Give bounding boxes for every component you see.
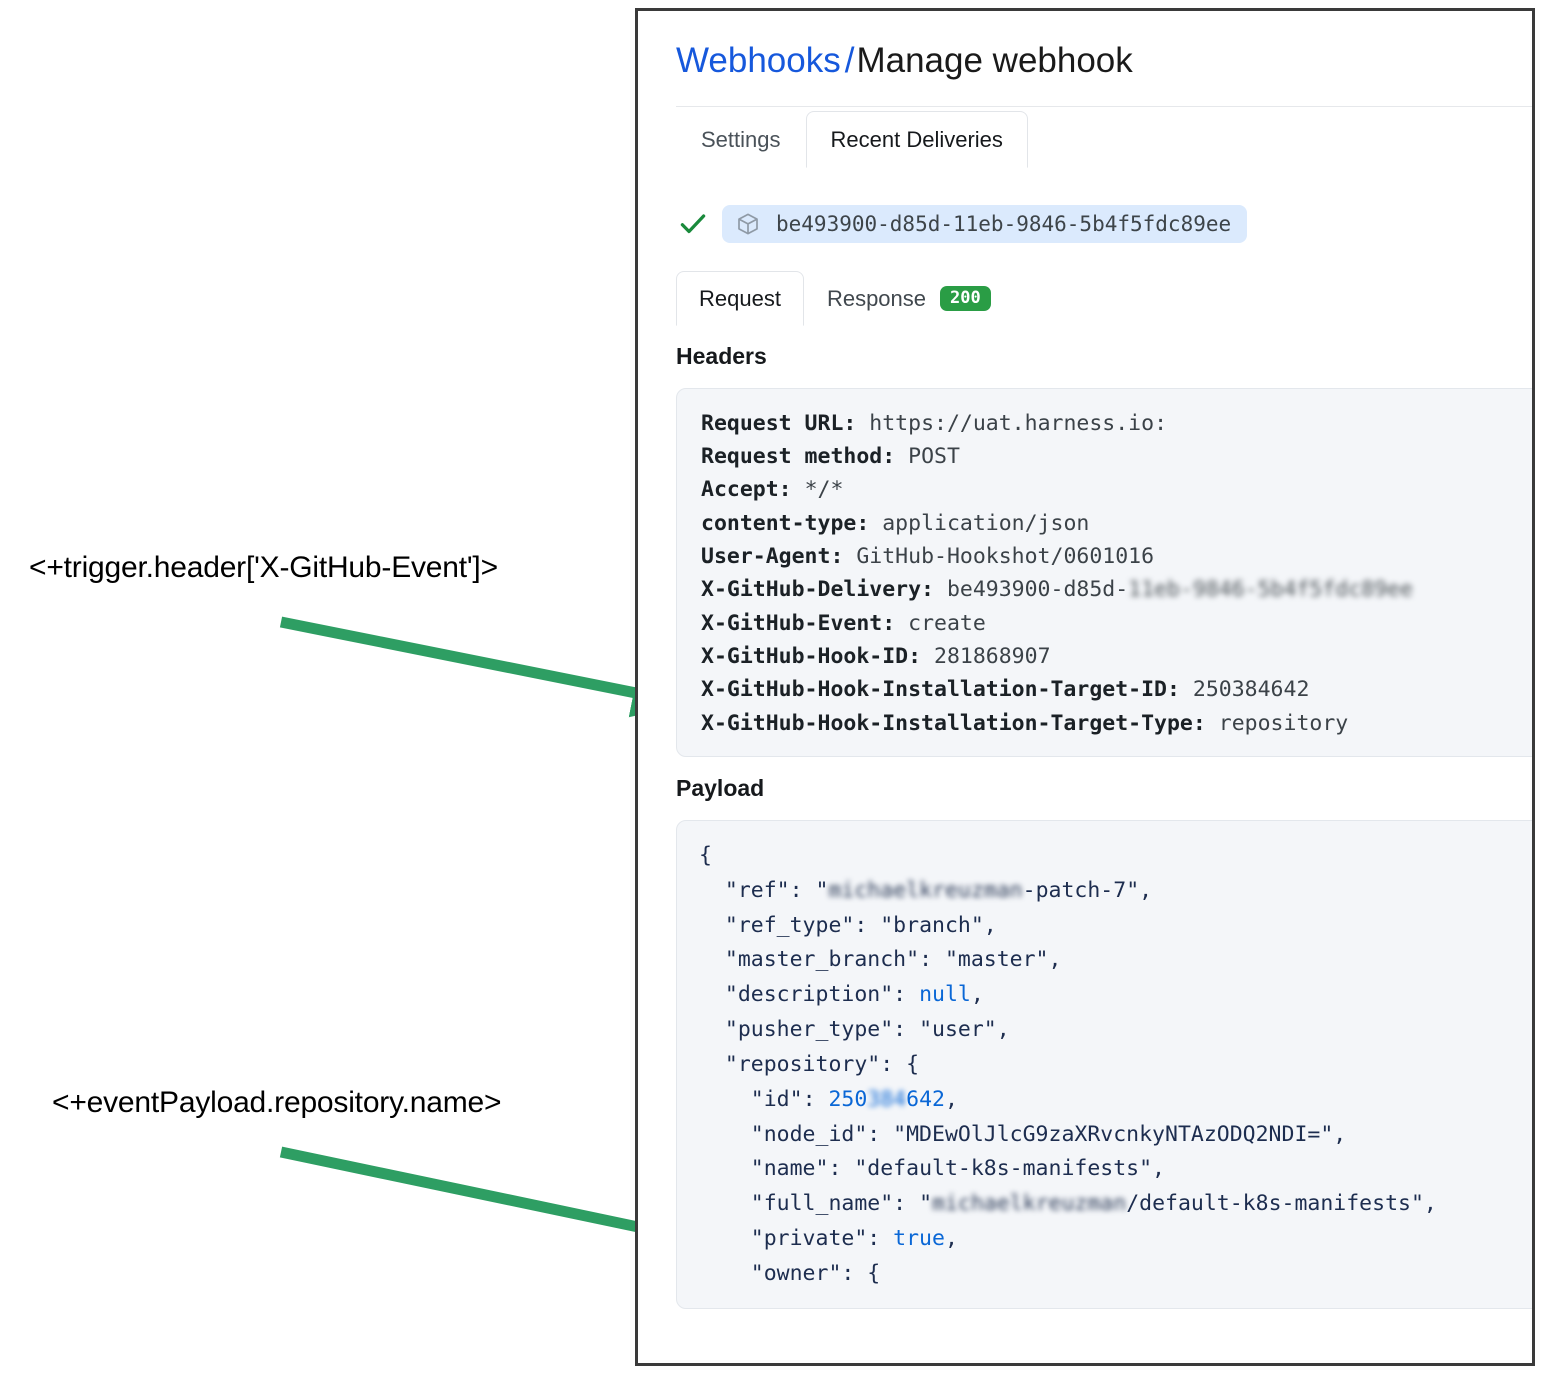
redacted-delivery-suffix: 11eb-9846-5b4f5fdc89ee bbox=[1128, 577, 1413, 603]
page-title: Manage webhook bbox=[856, 41, 1133, 80]
json-key-name: "name" bbox=[750, 1156, 829, 1182]
breadcrumb: Webhooks/Manage webhook bbox=[638, 11, 1532, 83]
json-value-master-branch: "master", bbox=[944, 947, 1062, 973]
header-row: Request URL: https://uat.harness.io: bbox=[701, 407, 1532, 440]
webhook-detail-panel: Webhooks/Manage webhook Settings Recent … bbox=[635, 8, 1535, 1366]
header-name: User-Agent: bbox=[701, 544, 844, 569]
json-key-description: "description" bbox=[724, 982, 894, 1008]
header-value: POST bbox=[908, 444, 960, 470]
arrow-to-x-github-event bbox=[279, 616, 690, 718]
json-value-pusher-type: "user", bbox=[919, 1017, 1010, 1043]
panel-content: Webhooks/Manage webhook Settings Recent … bbox=[638, 11, 1532, 1363]
cube-icon bbox=[738, 213, 758, 235]
header-row: X-GitHub-Delivery: be493900-d85d-11eb-98… bbox=[701, 573, 1532, 606]
json-value-name: "default-k8s-manifests", bbox=[854, 1156, 1166, 1182]
json-key-ref: "ref" bbox=[724, 877, 790, 903]
webhook-tabs: Settings Recent Deliveries bbox=[676, 107, 1532, 168]
json-key-owner: "owner" bbox=[750, 1260, 842, 1286]
header-row: Request method: POST bbox=[701, 440, 1532, 473]
json-value-ref: -patch-7", bbox=[1022, 877, 1153, 903]
json-key-repository: "repository" bbox=[724, 1051, 881, 1077]
tab-request-label: Request bbox=[699, 285, 781, 311]
json-value-description: null bbox=[919, 982, 971, 1008]
json-key-ref-type: "ref_type" bbox=[724, 912, 855, 938]
header-name: Request URL: bbox=[701, 410, 857, 436]
json-value-full-name: /default-k8s-manifests", bbox=[1126, 1191, 1437, 1217]
header-value: application/json bbox=[882, 510, 1090, 536]
header-value: repository bbox=[1218, 710, 1349, 736]
header-value: create bbox=[908, 610, 986, 636]
json-value-node-id: "MDEwOlJlcG9zaXRvcnkyNTAzODQ2NDI=", bbox=[893, 1121, 1347, 1147]
header-name: Request method: bbox=[701, 444, 896, 470]
tab-response-label: Response bbox=[826, 285, 927, 311]
json-key-pusher-type: "pusher_type" bbox=[724, 1017, 894, 1043]
json-key-private: "private" bbox=[750, 1225, 868, 1251]
header-row: User-Agent: GitHub-Hookshot/0601016 bbox=[701, 540, 1532, 573]
header-value: 281868907 bbox=[934, 643, 1051, 669]
header-value: be493900-d85d- bbox=[946, 577, 1129, 603]
json-value-ref-type: "branch", bbox=[880, 912, 997, 938]
annotation-label-trigger-header: <+trigger.header['X-GitHub-Event']> bbox=[29, 551, 498, 584]
json-value-private: true bbox=[893, 1225, 945, 1251]
json-key-id: "id" bbox=[750, 1086, 803, 1112]
tab-request[interactable]: Request bbox=[676, 270, 804, 326]
check-icon bbox=[680, 214, 706, 233]
tab-response[interactable]: Response 200 bbox=[804, 271, 1014, 326]
payload-code-box: { "ref": "michaelkreuzman-patch-7", "ref… bbox=[676, 819, 1532, 1309]
header-row: X-GitHub-Hook-ID: 281868907 bbox=[701, 640, 1532, 673]
delivery-id-text: be493900-d85d-11eb-9846-5b4f5fdc89ee bbox=[776, 211, 1232, 236]
header-row: X-GitHub-Hook-Installation-Target-Type: … bbox=[701, 707, 1532, 740]
headers-code-box: Request URL: https://uat.harness.io: Req… bbox=[676, 387, 1532, 757]
header-row: Accept: */* bbox=[701, 473, 1532, 506]
header-name: X-GitHub-Delivery: bbox=[701, 577, 934, 603]
header-name: X-GitHub-Hook-ID: bbox=[701, 643, 922, 669]
redacted-id-middle: 384 bbox=[867, 1086, 907, 1112]
delivery-detail-tabs: Request Response 200 bbox=[676, 267, 1532, 326]
header-row: X-GitHub-Hook-Installation-Target-ID: 25… bbox=[701, 673, 1532, 706]
delivery-id-pill[interactable]: be493900-d85d-11eb-9846-5b4f5fdc89ee bbox=[722, 204, 1248, 243]
header-name: X-GitHub-Hook-Installation-Target-Type: bbox=[701, 710, 1206, 736]
breadcrumb-link-webhooks[interactable]: Webhooks bbox=[676, 41, 841, 80]
header-value: 250384642 bbox=[1192, 677, 1310, 703]
headers-section-title: Headers bbox=[676, 342, 767, 369]
tab-settings[interactable]: Settings bbox=[701, 126, 781, 152]
header-name: X-GitHub-Event: bbox=[701, 610, 896, 636]
header-divider bbox=[676, 105, 1532, 107]
json-brace-open: { bbox=[699, 842, 712, 868]
json-value-id: 250 bbox=[828, 1086, 868, 1112]
header-row: content-type: application/json bbox=[701, 507, 1532, 540]
tab-recent-deliveries[interactable]: Recent Deliveries bbox=[805, 110, 1028, 168]
header-name: Accept: bbox=[701, 477, 792, 503]
json-key-full-name: "full_name" bbox=[750, 1191, 894, 1217]
redacted-owner-full-name: michaelkreuzman bbox=[932, 1191, 1127, 1217]
payload-section-title: Payload bbox=[676, 774, 765, 801]
delivery-row[interactable]: be493900-d85d-11eb-9846-5b4f5fdc89ee bbox=[678, 204, 1532, 243]
breadcrumb-separator: / bbox=[844, 41, 855, 80]
header-name: content-type: bbox=[701, 510, 870, 536]
annotation-label-event-payload: <+eventPayload.repository.name> bbox=[52, 1086, 502, 1119]
header-name: X-GitHub-Hook-Installation-Target-ID: bbox=[701, 677, 1180, 703]
header-value: https://uat.harness.io: bbox=[869, 410, 1168, 436]
json-key-node-id: "node_id" bbox=[750, 1121, 868, 1147]
header-value: */* bbox=[804, 477, 844, 503]
status-badge: 200 bbox=[940, 286, 991, 312]
header-row: X-GitHub-Event: create bbox=[701, 607, 1532, 640]
header-value: GitHub-Hookshot/0601016 bbox=[856, 544, 1155, 569]
json-key-master-branch: "master_branch" bbox=[724, 947, 920, 973]
redacted-owner-ref: michaelkreuzman bbox=[828, 877, 1023, 903]
